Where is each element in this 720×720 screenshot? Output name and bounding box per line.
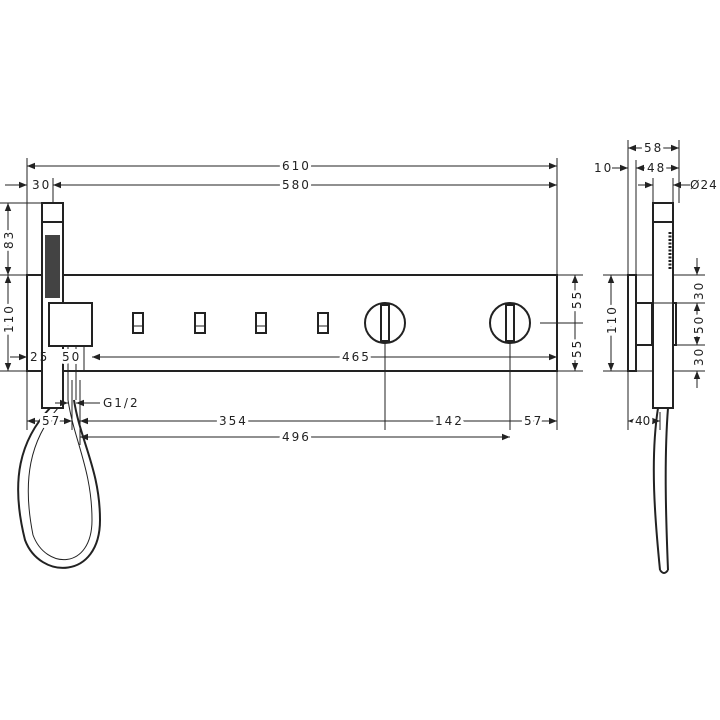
dim-110-side: 110 — [605, 305, 619, 334]
dim-496: 496 — [282, 430, 311, 444]
dim-50: 50 — [62, 350, 81, 364]
side-hose — [652, 407, 669, 571]
dim-354: 354 — [219, 414, 248, 428]
dim-55-bottom: 55 — [570, 339, 584, 358]
dim-30-top: 30 — [692, 281, 706, 300]
dim-50-side: 50 — [692, 315, 706, 334]
dim-25: 25 — [30, 350, 49, 364]
dim-58: 58 — [644, 141, 663, 155]
dim-142: 142 — [435, 414, 464, 428]
dim-10: 10 — [594, 161, 613, 175]
dim-580: 580 — [282, 178, 311, 192]
dim-110: 110 — [2, 304, 16, 333]
control-knobs — [364, 302, 531, 344]
side-view: 58 48 10 Ø24 110 30 50 30 40 — [594, 138, 718, 574]
front-view: 610 580 30 83 110 25 50 465 G1/2 57 354 … — [0, 156, 587, 569]
dim-g12: G1/2 — [103, 396, 140, 410]
dim-610: 610 — [282, 159, 311, 173]
mounting-plate — [26, 274, 558, 372]
dim-30: 30 — [32, 178, 51, 192]
function-buttons — [132, 312, 329, 334]
dim-30-bottom: 30 — [692, 347, 706, 366]
dim-48: 48 — [647, 161, 666, 175]
dim-40: 40 — [635, 414, 650, 428]
dim-57-right: 57 — [524, 414, 543, 428]
shower-hose — [17, 399, 102, 569]
dim-55-top: 55 — [570, 290, 584, 309]
hand-shower — [41, 202, 93, 409]
dim-57-left: 57 — [42, 414, 61, 428]
dim-dia24: Ø24 — [690, 178, 718, 192]
dim-465: 465 — [342, 350, 371, 364]
dim-83: 83 — [2, 230, 16, 249]
